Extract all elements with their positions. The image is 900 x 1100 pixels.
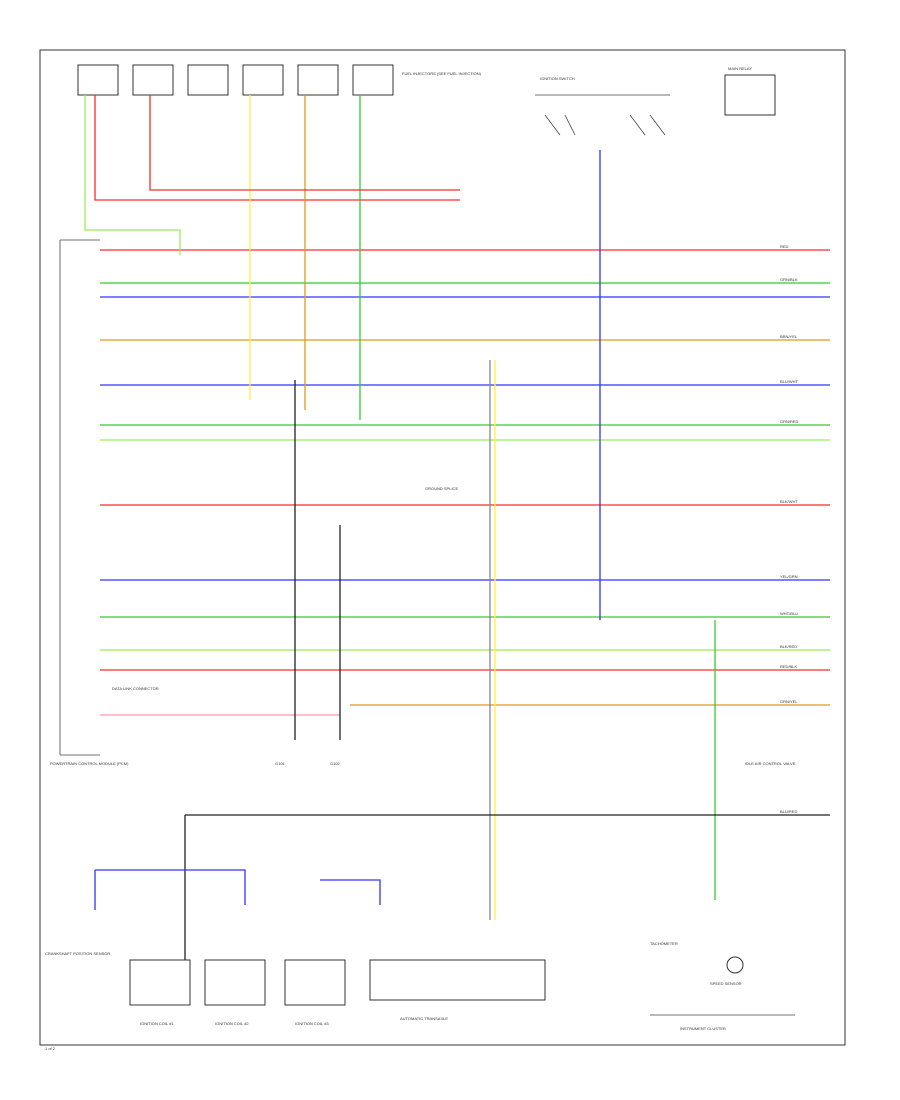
speed-sensor-label: SPEED SENSOR [710,981,742,986]
instrument-cluster-label: INSTRUMENT CLUSTER [680,1026,726,1031]
tach-label: TACHOMETER [650,941,678,946]
wire-label-9: BLK/RED [780,644,797,649]
fuel-injectors: FUEL INJECTORS (SEE FUEL INJECTION) [77,64,482,96]
ign-coil-2-label: IGNITION COIL #2 [215,1021,249,1026]
pcm-label: POWERTRAIN CONTROL MODULE (PCM) [50,761,129,766]
ignition-switch-label: IGNITION SWITCH [540,76,575,81]
wire-label-1: RED [780,244,789,249]
ign-coil-1-label: IGNITION COIL #1 [140,1021,174,1026]
diagram-frame [39,49,846,1046]
misc-labels: G101 G102 DATA LINK CONNECTOR IDLE AIR C… [45,486,796,1051]
wire-label-5: GRN/RED [780,419,799,424]
wire-label-10: RED/BLK [780,664,797,669]
transaxle-label: AUTOMATIC TRANSAXLE [400,1016,448,1021]
wire-label-7: YEL/GRN [780,574,798,579]
injector-label: FUEL INJECTORS (SEE FUEL INJECTION) [402,71,482,76]
vertical-wires [84,95,716,920]
bottom-components: IGNITION COIL #1 IGNITION COIL #2 IGNITI… [45,941,795,1031]
wire-label-6: BLK/WHT [780,499,798,504]
relay-label: MAIN RELAY [728,66,752,71]
wire-label-4: BLU/WHT [780,379,799,384]
bus-wires [100,249,830,716]
ignition-switch-area: IGNITION SWITCH MAIN RELAY [535,66,776,136]
idle-control-label: IDLE AIR CONTROL VALVE [745,761,796,766]
wire-label-11: GRN/YEL [780,699,798,704]
wire-label-3: BRN/YEL [780,334,798,339]
page-ref: 1 of 2 [45,1046,56,1051]
ground-splice-label: GROUND SPLICE [425,486,458,491]
ign-coil-3-label: IGNITION COIL #3 [295,1021,329,1026]
wire-labels: RED GRN/BLK BRN/YEL BLU/WHT GRN/RED BLK/… [780,244,799,814]
ground-wires [94,380,830,965]
pcm-block: POWERTRAIN CONTROL MODULE (PCM) [50,239,129,766]
crank-sensor-label: CRANKSHAFT POSITION SENSOR [45,951,110,956]
wire-label-8: WHT/BLU [780,611,798,616]
g102-label: G102 [330,761,341,766]
dlc-label: DATA LINK CONNECTOR [112,686,159,691]
g101-label: G101 [275,761,286,766]
wire-label-12: BLU/RED [780,809,797,814]
wire-label-2: GRN/BLK [780,277,798,282]
